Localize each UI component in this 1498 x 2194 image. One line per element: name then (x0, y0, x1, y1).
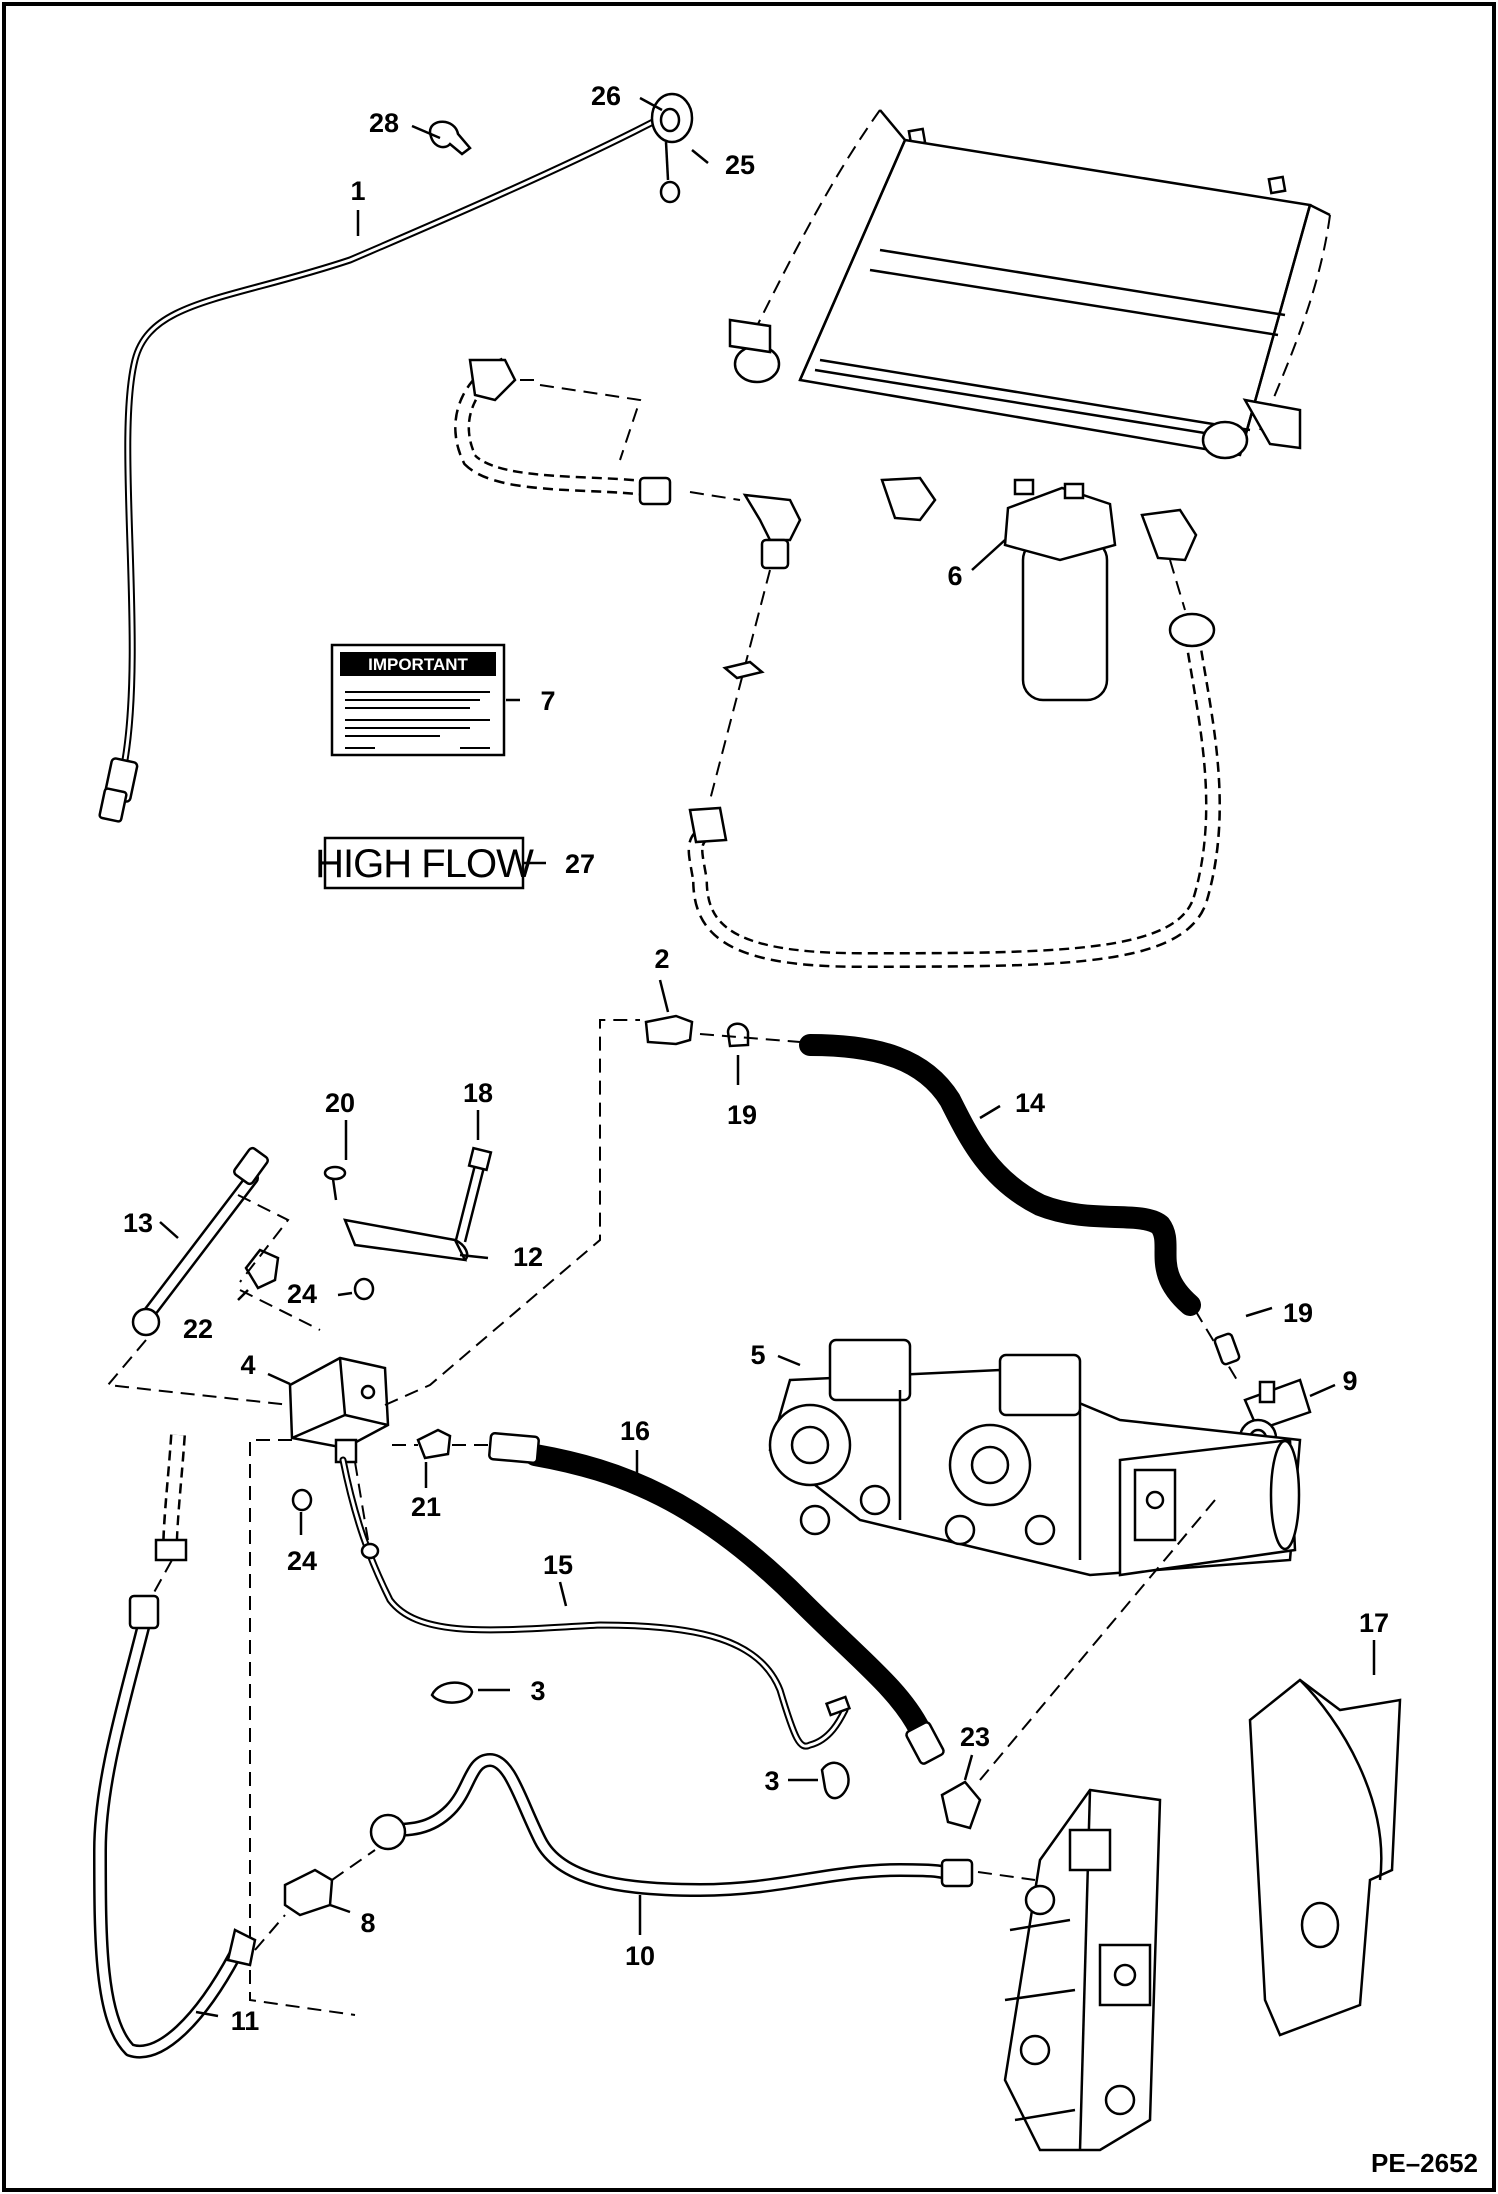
oil-cooler-part (728, 109, 1331, 460)
tube-13-part (131, 1146, 269, 1337)
high-flow-decal-part: HIGH FLOW (315, 836, 535, 890)
control-valve-part (1003, 1788, 1162, 2152)
callout-14: 14 (1015, 1088, 1045, 1118)
callout-11: 11 (231, 2006, 260, 2036)
flat-screw-part (323, 1165, 347, 1201)
adapter-fitting-22-part (244, 1248, 280, 1290)
callout-18: 18 (463, 1078, 493, 1108)
filter-return-tube-phantom (687, 559, 1221, 969)
hose-14-dash-to-fitting (699, 1033, 801, 1043)
dash-22-to-block (239, 1289, 321, 1331)
callout-8: 8 (360, 1908, 375, 1938)
grommet-part (650, 92, 694, 204)
fitting-2-part (644, 1014, 694, 1046)
callout-17: 17 (1359, 1608, 1389, 1638)
high-flow-decal-text: HIGH FLOW (315, 842, 534, 886)
wire-harness-15-part (339, 1456, 852, 1750)
hydrostatic-pump-part (768, 1338, 1302, 1577)
callout-5: 5 (750, 1340, 765, 1370)
hose-clamp-upper-part (726, 1022, 750, 1048)
callout-21: 21 (411, 1492, 441, 1522)
callout-26: 26 (591, 81, 621, 111)
tube-11-part (93, 1594, 257, 2059)
callout-3-upper: 3 (530, 1676, 545, 1706)
dash-tube-13-to-block (106, 1339, 291, 1406)
elbow-fitting-23-part (940, 1780, 982, 1830)
mounting-plate-part (343, 1218, 469, 1262)
dash-pump-to-fitting-23 (979, 1499, 1216, 1781)
leader-lines (159, 96, 1376, 2018)
lock-nut-upper-part (353, 1277, 375, 1301)
hose-14-part (799, 1034, 1201, 1316)
callout-12: 12 (513, 1242, 543, 1272)
harness-clip-part (428, 120, 472, 156)
cooler-inlet-hose-phantom (454, 357, 741, 506)
oil-filter-part (1003, 478, 1117, 702)
dash-tube-13-to-22 (237, 1194, 290, 1283)
sheet-id-label: PE–2652 (1371, 2148, 1478, 2178)
dash-block-to-tube-10 (249, 1439, 356, 2016)
callout-28: 28 (369, 108, 399, 138)
cable-tie-upper-part (430, 1681, 474, 1704)
wiring-harness-part (98, 118, 657, 823)
callout-2: 2 (654, 944, 669, 974)
mounting-bolt-part (454, 1146, 493, 1243)
callout-13: 13 (123, 1208, 153, 1238)
adapter-fitting-21-part (416, 1428, 452, 1460)
callout-22: 22 (183, 1314, 213, 1344)
hose-clamp-lower-part (1213, 1332, 1241, 1366)
diverter-valve-block-part (288, 1356, 390, 1464)
callout-24-lower: 24 (287, 1546, 317, 1576)
callout-1: 1 (350, 176, 365, 206)
dash-fitting-8-to-tube-10 (331, 1849, 376, 1881)
hose-16-part (488, 1432, 945, 1765)
callout-27: 27 (565, 849, 595, 879)
callout-23: 23 (960, 1722, 990, 1752)
cable-tie-lower-part (820, 1761, 850, 1800)
dash-block-to-fitting-2 (384, 1019, 640, 1406)
hydraulic-hose-phantom-left (151, 1434, 188, 1597)
callout-16: 16 (620, 1416, 650, 1446)
callout-6: 6 (947, 561, 962, 591)
callout-25: 25 (725, 150, 755, 180)
dash-tube-11-to-fitting-8 (254, 1914, 286, 1951)
callout-24-upper: 24 (287, 1279, 317, 1309)
important-decal-title: IMPORTANT (368, 655, 468, 674)
lock-nut-lower-part (291, 1488, 313, 1512)
guard-shield-part (1248, 1678, 1402, 2037)
dash-block-to-wire (354, 1461, 369, 1541)
callout-19-upper: 19 (727, 1100, 757, 1130)
callout-numbers: 1 28 26 25 6 7 27 2 19 14 20 18 12 13 22… (123, 81, 1389, 2036)
dash-tube-10-to-control-valve (977, 1871, 1036, 1881)
elbow-fitting-part (742, 476, 1198, 570)
callout-9: 9 (1342, 1366, 1357, 1396)
callout-20: 20 (325, 1088, 355, 1118)
callout-7: 7 (540, 686, 555, 716)
callout-15: 15 (543, 1550, 573, 1580)
callout-4: 4 (240, 1350, 255, 1380)
callout-3-lower: 3 (764, 1766, 779, 1796)
important-decal-part: IMPORTANT (330, 643, 506, 757)
adapter-fitting-8-part (283, 1868, 334, 1917)
hose-14-dash-to-valve (1194, 1309, 1241, 1386)
callout-10: 10 (625, 1941, 655, 1971)
callout-19-lower: 19 (1283, 1298, 1313, 1328)
tube-10-part (369, 1753, 974, 1897)
